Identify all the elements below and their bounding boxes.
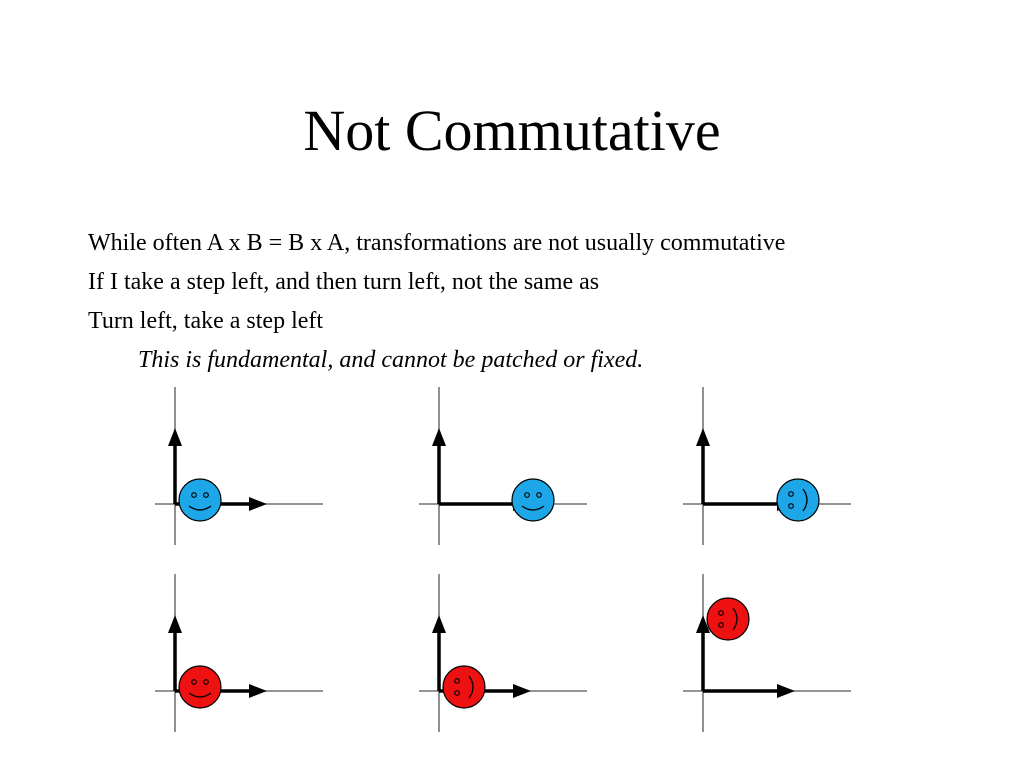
eye-icon xyxy=(203,492,209,498)
sub-bullet-note: This is fundamental, and cannot be patch… xyxy=(138,347,644,373)
up-arrow-icon xyxy=(168,428,182,446)
panel-red-rotated-translated xyxy=(683,574,851,732)
mouth-icon xyxy=(188,505,212,511)
eye-icon xyxy=(788,491,794,497)
face-circle xyxy=(178,478,222,522)
eye-icon xyxy=(536,492,542,498)
eye-icon xyxy=(203,679,209,685)
panel-blue-original xyxy=(155,387,323,545)
coordinate-frame xyxy=(696,615,795,698)
eye-icon xyxy=(788,503,794,509)
smiley-face-icon xyxy=(442,665,486,709)
mouth-icon xyxy=(188,692,212,698)
bullet-item: Turn left, take a step left xyxy=(88,308,324,334)
face-circle xyxy=(706,597,750,641)
smiley-face-icon xyxy=(706,597,750,641)
smiley-face-icon xyxy=(511,478,555,522)
eye-icon xyxy=(191,492,197,498)
eye-icon xyxy=(191,679,197,685)
eye-icon xyxy=(454,678,460,684)
bullet-item: While often A x B = B x A, transformatio… xyxy=(88,230,786,256)
up-arrow-icon xyxy=(432,615,446,633)
face-circle xyxy=(442,665,486,709)
right-arrow-icon xyxy=(513,684,531,698)
panel-blue-translated-rotated xyxy=(683,387,851,545)
panel-blue-translated xyxy=(419,387,587,545)
face-circle xyxy=(776,478,820,522)
panel-red-rotated xyxy=(419,574,587,732)
eye-icon xyxy=(524,492,530,498)
mouth-icon xyxy=(521,505,545,511)
mouth-icon xyxy=(468,675,474,699)
bullet-list: While often A x B = B x A, transformatio… xyxy=(88,224,785,380)
smiley-face-icon xyxy=(178,478,222,522)
eye-icon xyxy=(718,622,724,628)
slide-title: Not Commutative xyxy=(303,98,721,163)
eye-icon xyxy=(454,690,460,696)
up-arrow-icon xyxy=(696,615,710,633)
bullet-item: If I take a step left, and then turn lef… xyxy=(88,269,600,295)
right-arrow-icon xyxy=(777,684,795,698)
face-circle xyxy=(511,478,555,522)
mouth-icon xyxy=(732,607,738,631)
panel-red-original xyxy=(155,574,323,732)
smiley-face-icon xyxy=(178,665,222,709)
right-arrow-icon xyxy=(249,497,267,511)
up-arrow-icon xyxy=(432,428,446,446)
up-arrow-icon xyxy=(168,615,182,633)
eye-icon xyxy=(718,610,724,616)
smiley-face-icon xyxy=(776,478,820,522)
right-arrow-icon xyxy=(249,684,267,698)
face-circle xyxy=(178,665,222,709)
mouth-icon xyxy=(802,488,808,512)
up-arrow-icon xyxy=(696,428,710,446)
